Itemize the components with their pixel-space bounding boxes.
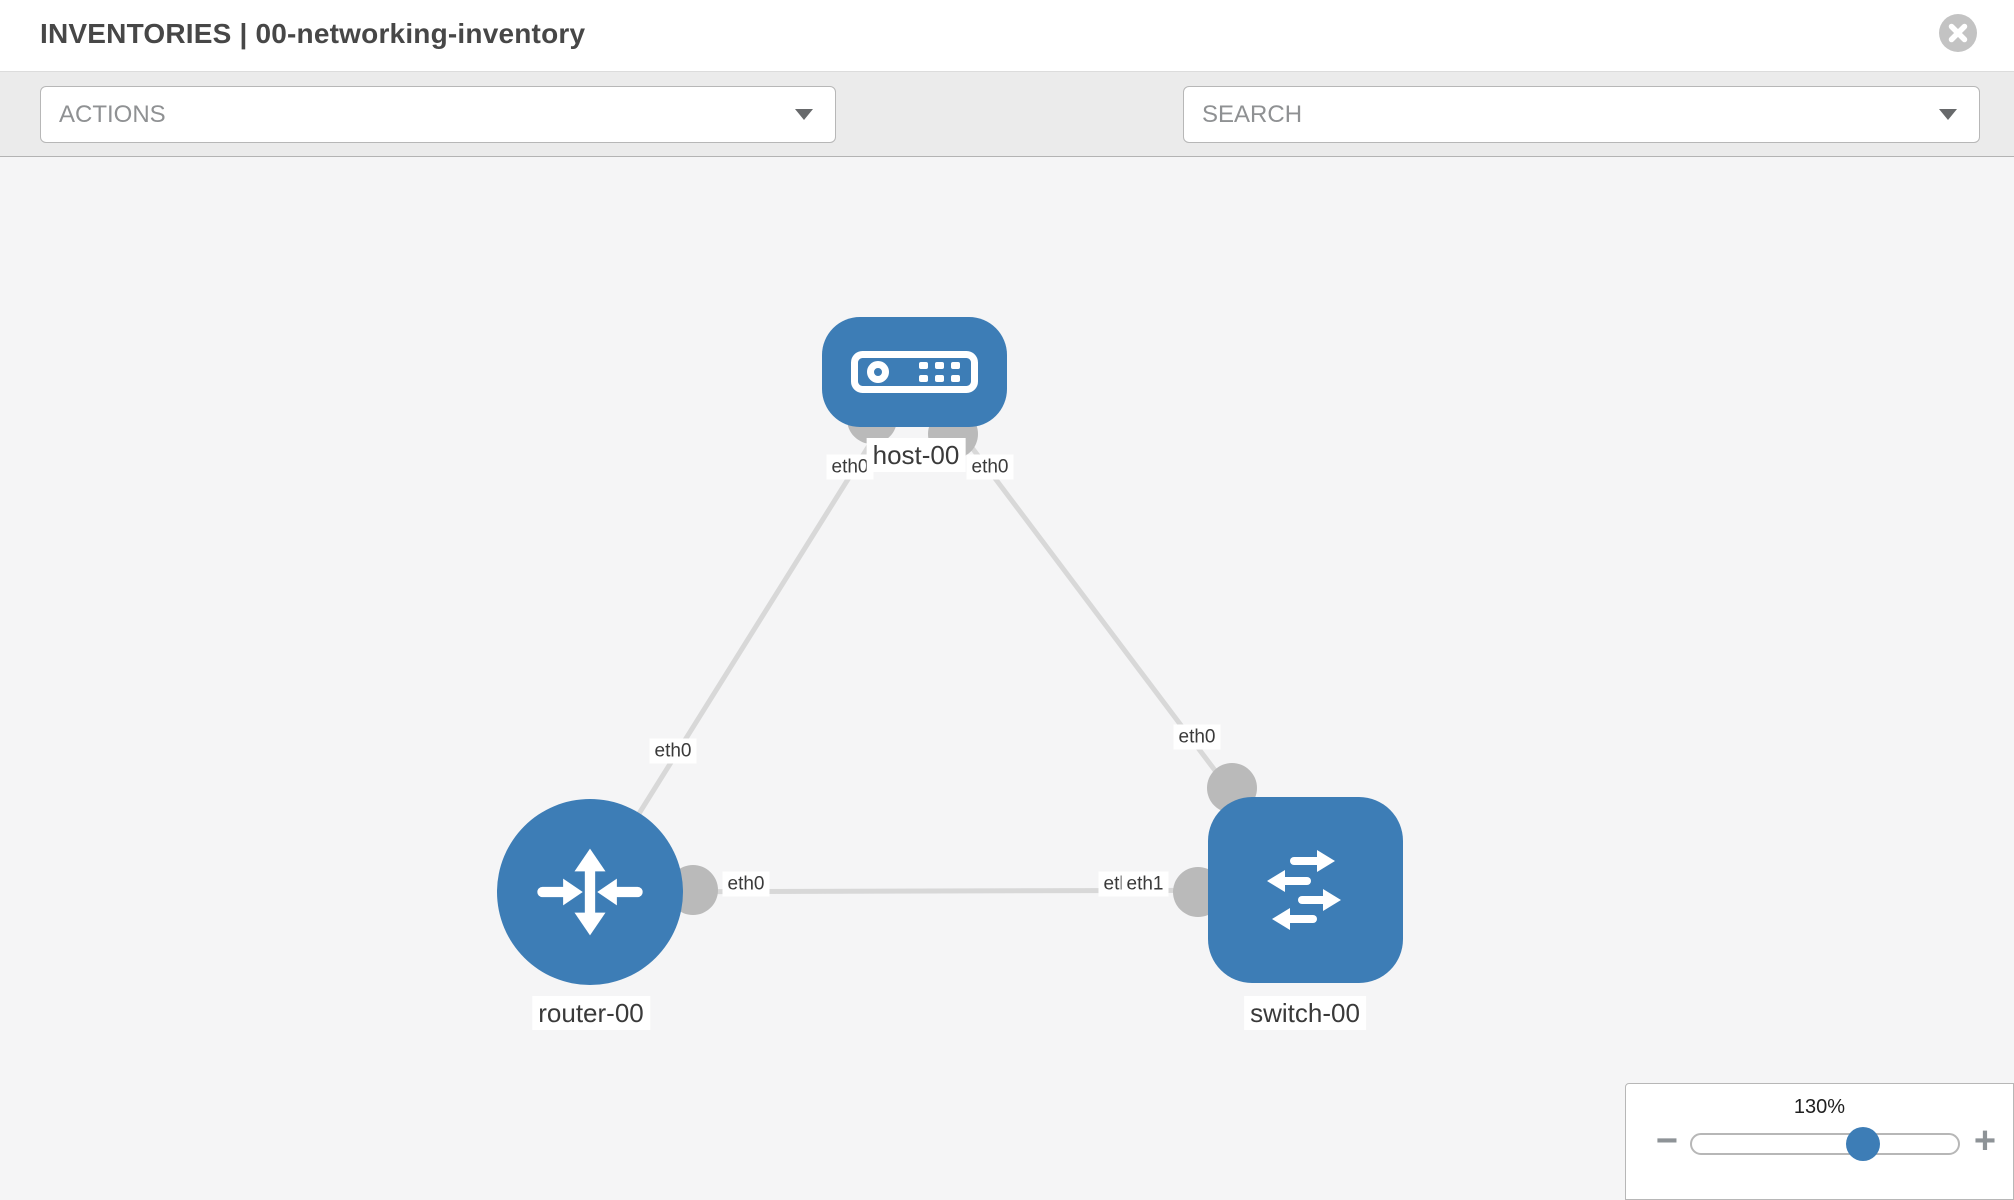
router-icon <box>537 848 643 936</box>
zoom-control-panel: 130% − + <box>1625 1083 2014 1200</box>
search-dropdown[interactable]: SEARCH <box>1183 86 1980 143</box>
zoom-slider-track[interactable] <box>1690 1133 1960 1155</box>
chevron-down-icon <box>1939 109 1957 120</box>
zoom-level-value: 130% <box>1793 1096 1846 1118</box>
node-label-host: host-00 <box>866 438 966 472</box>
node-switch-00[interactable] <box>1208 797 1403 983</box>
zoom-slider-thumb[interactable] <box>1846 1127 1880 1161</box>
interface-label: eth0 <box>1173 724 1221 750</box>
search-dropdown-label: SEARCH <box>1202 100 1303 128</box>
switch-icon <box>1266 850 1341 930</box>
close-button[interactable] <box>1939 14 1977 52</box>
header-bar: INVENTORIES | 00-networking-inventory <box>0 0 2014 71</box>
zoom-in-button[interactable]: + <box>1973 1120 1997 1162</box>
interface-label: eth0 <box>966 454 1014 480</box>
toolbar: ACTIONS SEARCH <box>0 71 2014 203</box>
actions-dropdown[interactable]: ACTIONS <box>40 86 836 143</box>
links-layer <box>587 370 1307 917</box>
interface-label: eth0 <box>722 871 770 897</box>
node-label-switch: switch-00 <box>1244 996 1366 1030</box>
node-router-00[interactable] <box>497 799 683 985</box>
zoom-out-button[interactable]: − <box>1655 1120 1679 1162</box>
node-host-00[interactable] <box>822 317 1007 427</box>
topology-canvas[interactable]: eth0 eth0 eth0 eth0 eth0 eth0 eth1 host-… <box>0 157 2014 1200</box>
interface-label: eth1 <box>1121 871 1169 897</box>
node-label-router: router-00 <box>532 996 650 1030</box>
interface-label: eth0 <box>826 454 874 480</box>
actions-dropdown-label: ACTIONS <box>59 100 166 128</box>
page-title: INVENTORIES | 00-networking-inventory <box>40 18 586 49</box>
chevron-down-icon <box>795 109 813 120</box>
close-icon <box>1939 14 1977 52</box>
interface-label: eth0 <box>649 738 697 764</box>
host-icon <box>851 351 978 393</box>
